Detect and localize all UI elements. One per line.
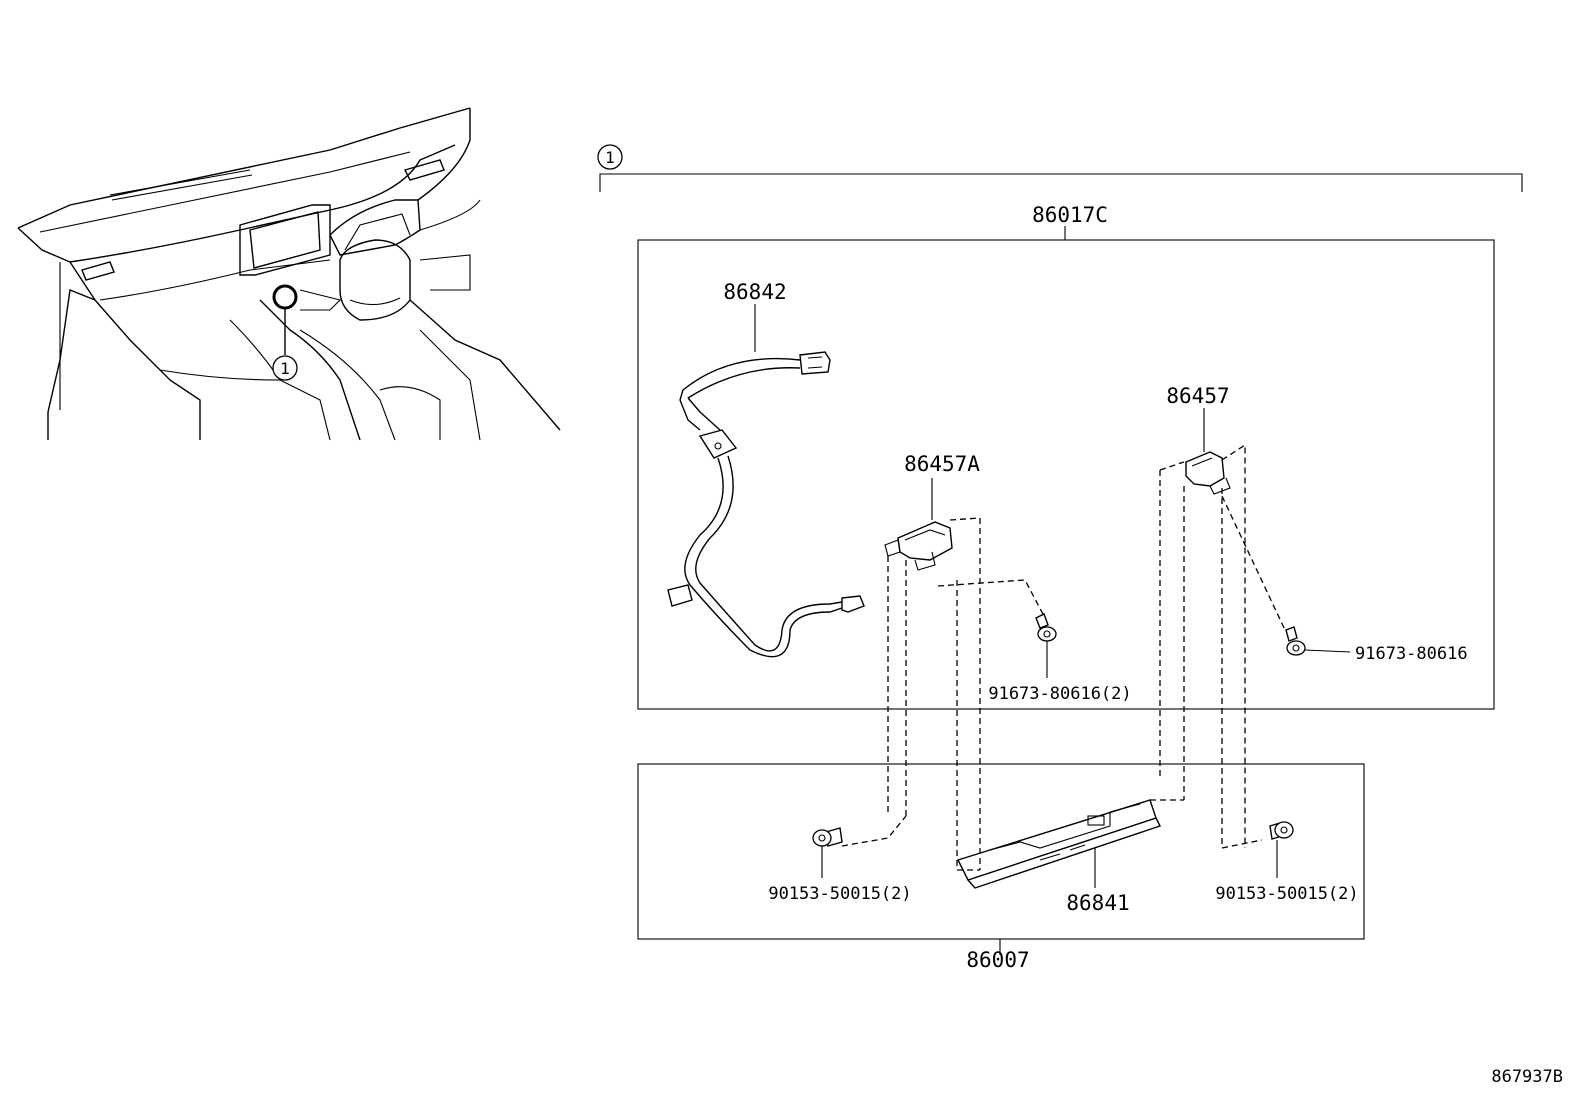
illustration-reference-number: 867937B [1491,1067,1563,1087]
bolt-90153-50015-left: 90153-50015(2) [768,815,912,904]
usb-location-marker [272,284,298,310]
part-label-86457: 86457 [1166,384,1229,408]
callout-number-diagram: 1 [605,148,615,167]
assembly-box-86007: 86007 [637,763,1365,972]
assembly-label-86017c: 86017C [1032,203,1108,227]
part-label-86842: 86842 [723,280,786,304]
assembly-label-86007: 86007 [966,948,1029,972]
part-label-91673-80616-2: 91673-80616(2) [988,684,1131,704]
screw-91673-80616-2: 91673-80616(2) [988,613,1132,704]
part-label-86841: 86841 [1066,891,1129,915]
screw-91673-80616: 91673-80616 [1285,626,1468,664]
bracket-86457: 86457 [1159,384,1286,848]
part-label-90153-50015-left: 90153-50015(2) [768,884,911,904]
callout-number-locator: 1 [280,359,290,378]
callout-1-bracket: 1 [597,144,1523,192]
dashboard-locator-sketch: 1 [17,107,561,441]
assembly-box-86017c: 86017C [637,203,1495,710]
bolt-90153-50015-right: 90153-50015(2) [1215,821,1359,904]
part-label-90153-50015-right: 90153-50015(2) [1215,884,1358,904]
usb-harness-86842: 86842 [667,280,865,658]
usb-unit-86841: 86841 [957,799,1184,915]
bracket-86457a: 86457A [884,452,1046,870]
part-label-91673-80616: 91673-80616 [1355,644,1468,664]
part-label-86457a: 86457A [904,452,980,476]
